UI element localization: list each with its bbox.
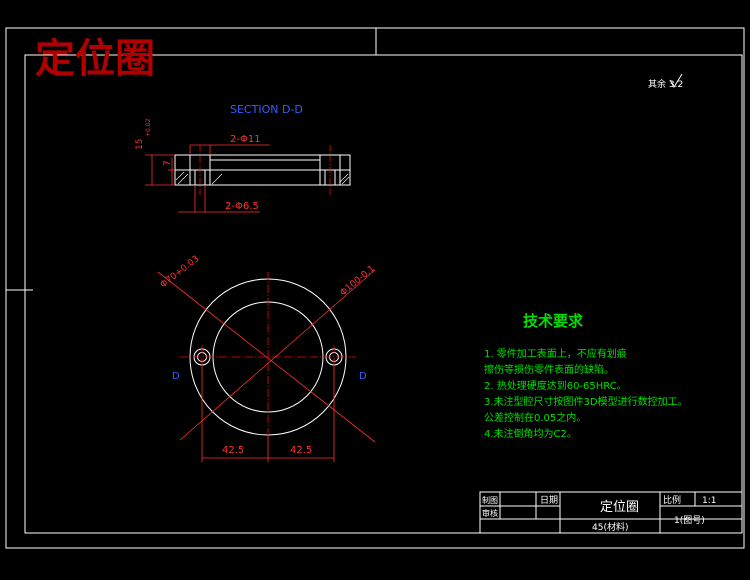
dim-left-offset: 42.5 [222,445,244,456]
watermark-title: 定位圈 [35,35,155,82]
inner-border [24,54,743,534]
offset-dimensions [201,365,335,462]
title-block: 制图 审核 日期 定位圈 45(材料) 比例 1:1 1(图号) [479,491,743,534]
section-label: SECTION D-D [230,103,303,116]
section-hatching [175,171,350,185]
technical-requirements: 技术要求 1. 零件加工表面上，不应有划痕 擦伤等损伤零件表面的缺陷。 2. 热… [484,312,688,440]
view-marker-right: D [359,371,367,382]
scale-value: 1:1 [702,496,716,506]
dim-hole-through: 2-Φ6.5 [225,201,259,212]
section-dimensions [145,144,270,213]
roughness-symbol [669,73,683,88]
requirement-line: 4.未注倒角均为C2。 [484,427,577,440]
label-date: 日期 [540,495,558,506]
section-outline [174,154,351,186]
outer-border [5,27,745,549]
label-drawn: 制图 [482,495,498,505]
dim-height-total: 15 [135,139,145,150]
requirement-line: 公差控制在0.05之内。 [484,411,586,424]
dim-outer-diameter: Φ100-0.1 [339,264,377,299]
diameter-leaders [157,269,376,443]
label-scale: 比例 [663,494,681,506]
dim-hole-counterbore: 2-Φ11 [230,134,261,145]
dim-right-offset: 42.5 [290,445,312,456]
material: 45(材料) [592,521,628,533]
requirement-line: 2. 热处理硬度达到60-65HRC。 [484,379,627,392]
view-marker-left: D [172,371,180,382]
drawing-frame [5,27,745,549]
sheet-number: 1(图号) [674,515,705,526]
requirement-line: 擦伤等损伤零件表面的缺陷。 [484,363,614,376]
requirements-title: 技术要求 [523,312,584,330]
top-view: Φ70+0.03 Φ100-0.1 42.5 42.5 D D [157,254,377,462]
part-name: 定位圈 [600,500,639,515]
requirement-line: 1. 零件加工表面上，不应有划痕 [484,347,627,360]
dim-height-total-tol: +0.02 [145,118,152,137]
requirement-line: 3.未注型腔尺寸按图件3D模型进行数控加工。 [484,395,688,408]
section-centerlines [199,145,331,195]
dim-inner-diameter: Φ70+0.03 [159,254,202,290]
dim-height-step: 7 [163,160,173,166]
label-checked: 审核 [482,508,498,518]
section-view: 15 +0.02 7 2-Φ11 2-Φ6.5 [135,118,351,213]
